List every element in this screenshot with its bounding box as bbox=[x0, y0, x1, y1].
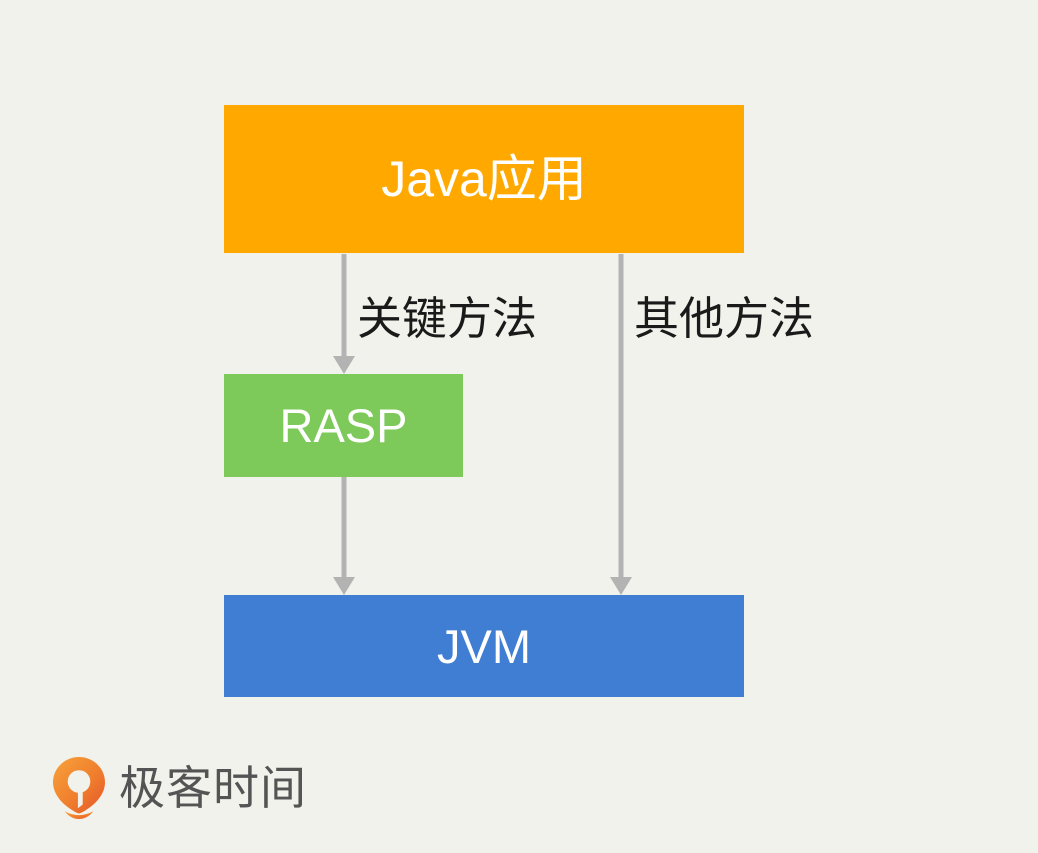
arrow-app-to-rasp bbox=[333, 254, 355, 374]
arrow-shaft bbox=[618, 254, 624, 577]
arrow-shaft bbox=[341, 477, 347, 577]
arrow-rasp-to-jvm bbox=[333, 477, 355, 595]
brand-name: 极客时间 bbox=[119, 762, 307, 814]
node-java-app: Java应用 bbox=[224, 105, 744, 253]
geektime-pin-logo-icon bbox=[53, 757, 105, 819]
arrow-app-to-jvm bbox=[610, 254, 632, 595]
node-jvm: JVM bbox=[224, 595, 744, 697]
brand-watermark: 极客时间 bbox=[52, 756, 307, 820]
arrow-head-icon bbox=[610, 577, 632, 595]
edge-label-other-method: 其他方法 bbox=[634, 293, 815, 344]
arrow-head-icon bbox=[333, 577, 355, 595]
node-rasp: RASP bbox=[224, 374, 463, 477]
arrow-shaft bbox=[341, 254, 347, 356]
node-java-app-label: Java应用 bbox=[381, 151, 587, 207]
node-rasp-label: RASP bbox=[279, 399, 408, 452]
arrow-head-icon bbox=[333, 356, 355, 374]
node-jvm-label: JVM bbox=[437, 619, 531, 673]
edge-label-key-method: 关键方法 bbox=[357, 293, 538, 344]
